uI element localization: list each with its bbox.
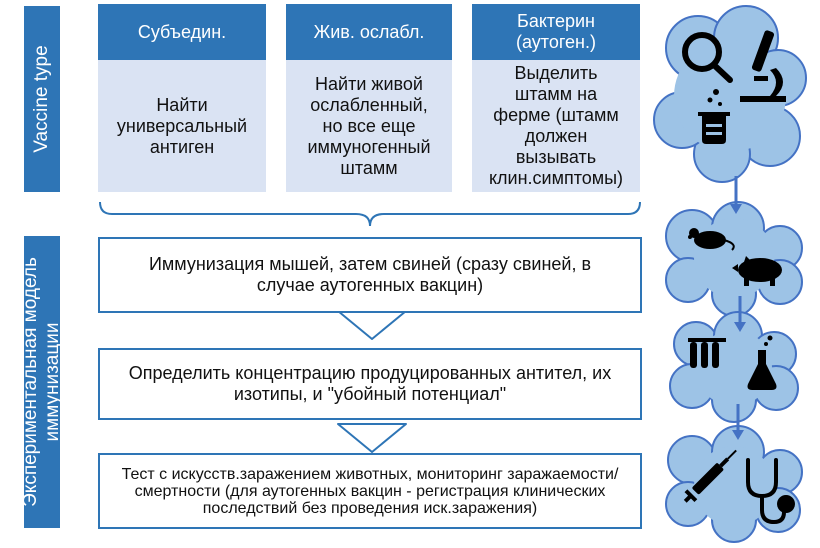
- vaccine-type-title-line2: (аутоген.): [516, 32, 596, 52]
- vaccine-type-body-live-attenuated: Найти живой ослабленный, но все еще имму…: [286, 60, 452, 192]
- step-text: Тест с искусств.заражением животных, мон…: [121, 465, 619, 517]
- vaccine-type-title-line1: Бактерин: [517, 11, 595, 31]
- pig-icon: [732, 256, 782, 286]
- vaccine-type-description: Найти универсальный антиген: [116, 94, 248, 157]
- vaccine-type-body-subunit: Найти универсальный антиген: [98, 60, 266, 192]
- connector-arrowhead-2: [734, 322, 746, 332]
- vaccine-type-body-bacterin: Выделить штамм на ферме (штамм должен вы…: [472, 60, 640, 192]
- down-chevron-arrow-2: [337, 423, 407, 453]
- step-antibody-analysis: Определить концентрацию продуцированных …: [98, 348, 642, 420]
- stethoscope-icon: [746, 458, 795, 525]
- vaccine-type-header-live-attenuated: Жив. ослабл.: [286, 4, 452, 60]
- vaccine-type-header-bacterin: Бактерин (аутоген.): [472, 4, 640, 60]
- vaccine-type-description: Найти живой ослабленный, но все еще имму…: [307, 73, 431, 178]
- flask-icon: [747, 335, 777, 390]
- cloud-research: [653, 5, 807, 183]
- step-challenge-test: Тест с искусств.заражением животных, мон…: [98, 453, 642, 529]
- connector-arrowhead-3: [732, 430, 744, 440]
- cloud-connectors: [730, 176, 746, 440]
- vaccine-type-title: Жив. ослабл.: [313, 21, 425, 42]
- vaccine-type-header-subunit: Субъедин.: [98, 4, 266, 60]
- mouse-icon: [688, 228, 735, 251]
- step-text: Иммунизация мышей, затем свиней (сразу с…: [148, 254, 592, 295]
- step-immunization: Иммунизация мышей, затем свиней (сразу с…: [98, 237, 642, 313]
- beaker-icon: [698, 89, 730, 144]
- cloud-lab: [669, 311, 799, 423]
- connector-arrowhead-1: [730, 204, 742, 214]
- vaccine-type-description: Выделить штамм на ферме (штамм должен вы…: [488, 63, 624, 188]
- down-chevron-arrow-1: [337, 310, 407, 340]
- cloud-medical: [665, 425, 803, 543]
- vaccine-type-title: Субъедин.: [137, 21, 227, 42]
- syringe-icon: [683, 449, 737, 503]
- grouping-bracket: [99, 201, 641, 227]
- microscope-icon: [740, 30, 786, 102]
- magnifier-icon: [682, 32, 733, 83]
- test-tubes-icon: [688, 338, 726, 368]
- experimental-model-label: Экспериментальная модель иммунизации: [20, 236, 63, 528]
- step-text: Определить концентрацию продуцированных …: [128, 363, 612, 404]
- cloud-animals: [665, 201, 803, 317]
- vaccine-type-label: Vaccine type: [24, 6, 60, 192]
